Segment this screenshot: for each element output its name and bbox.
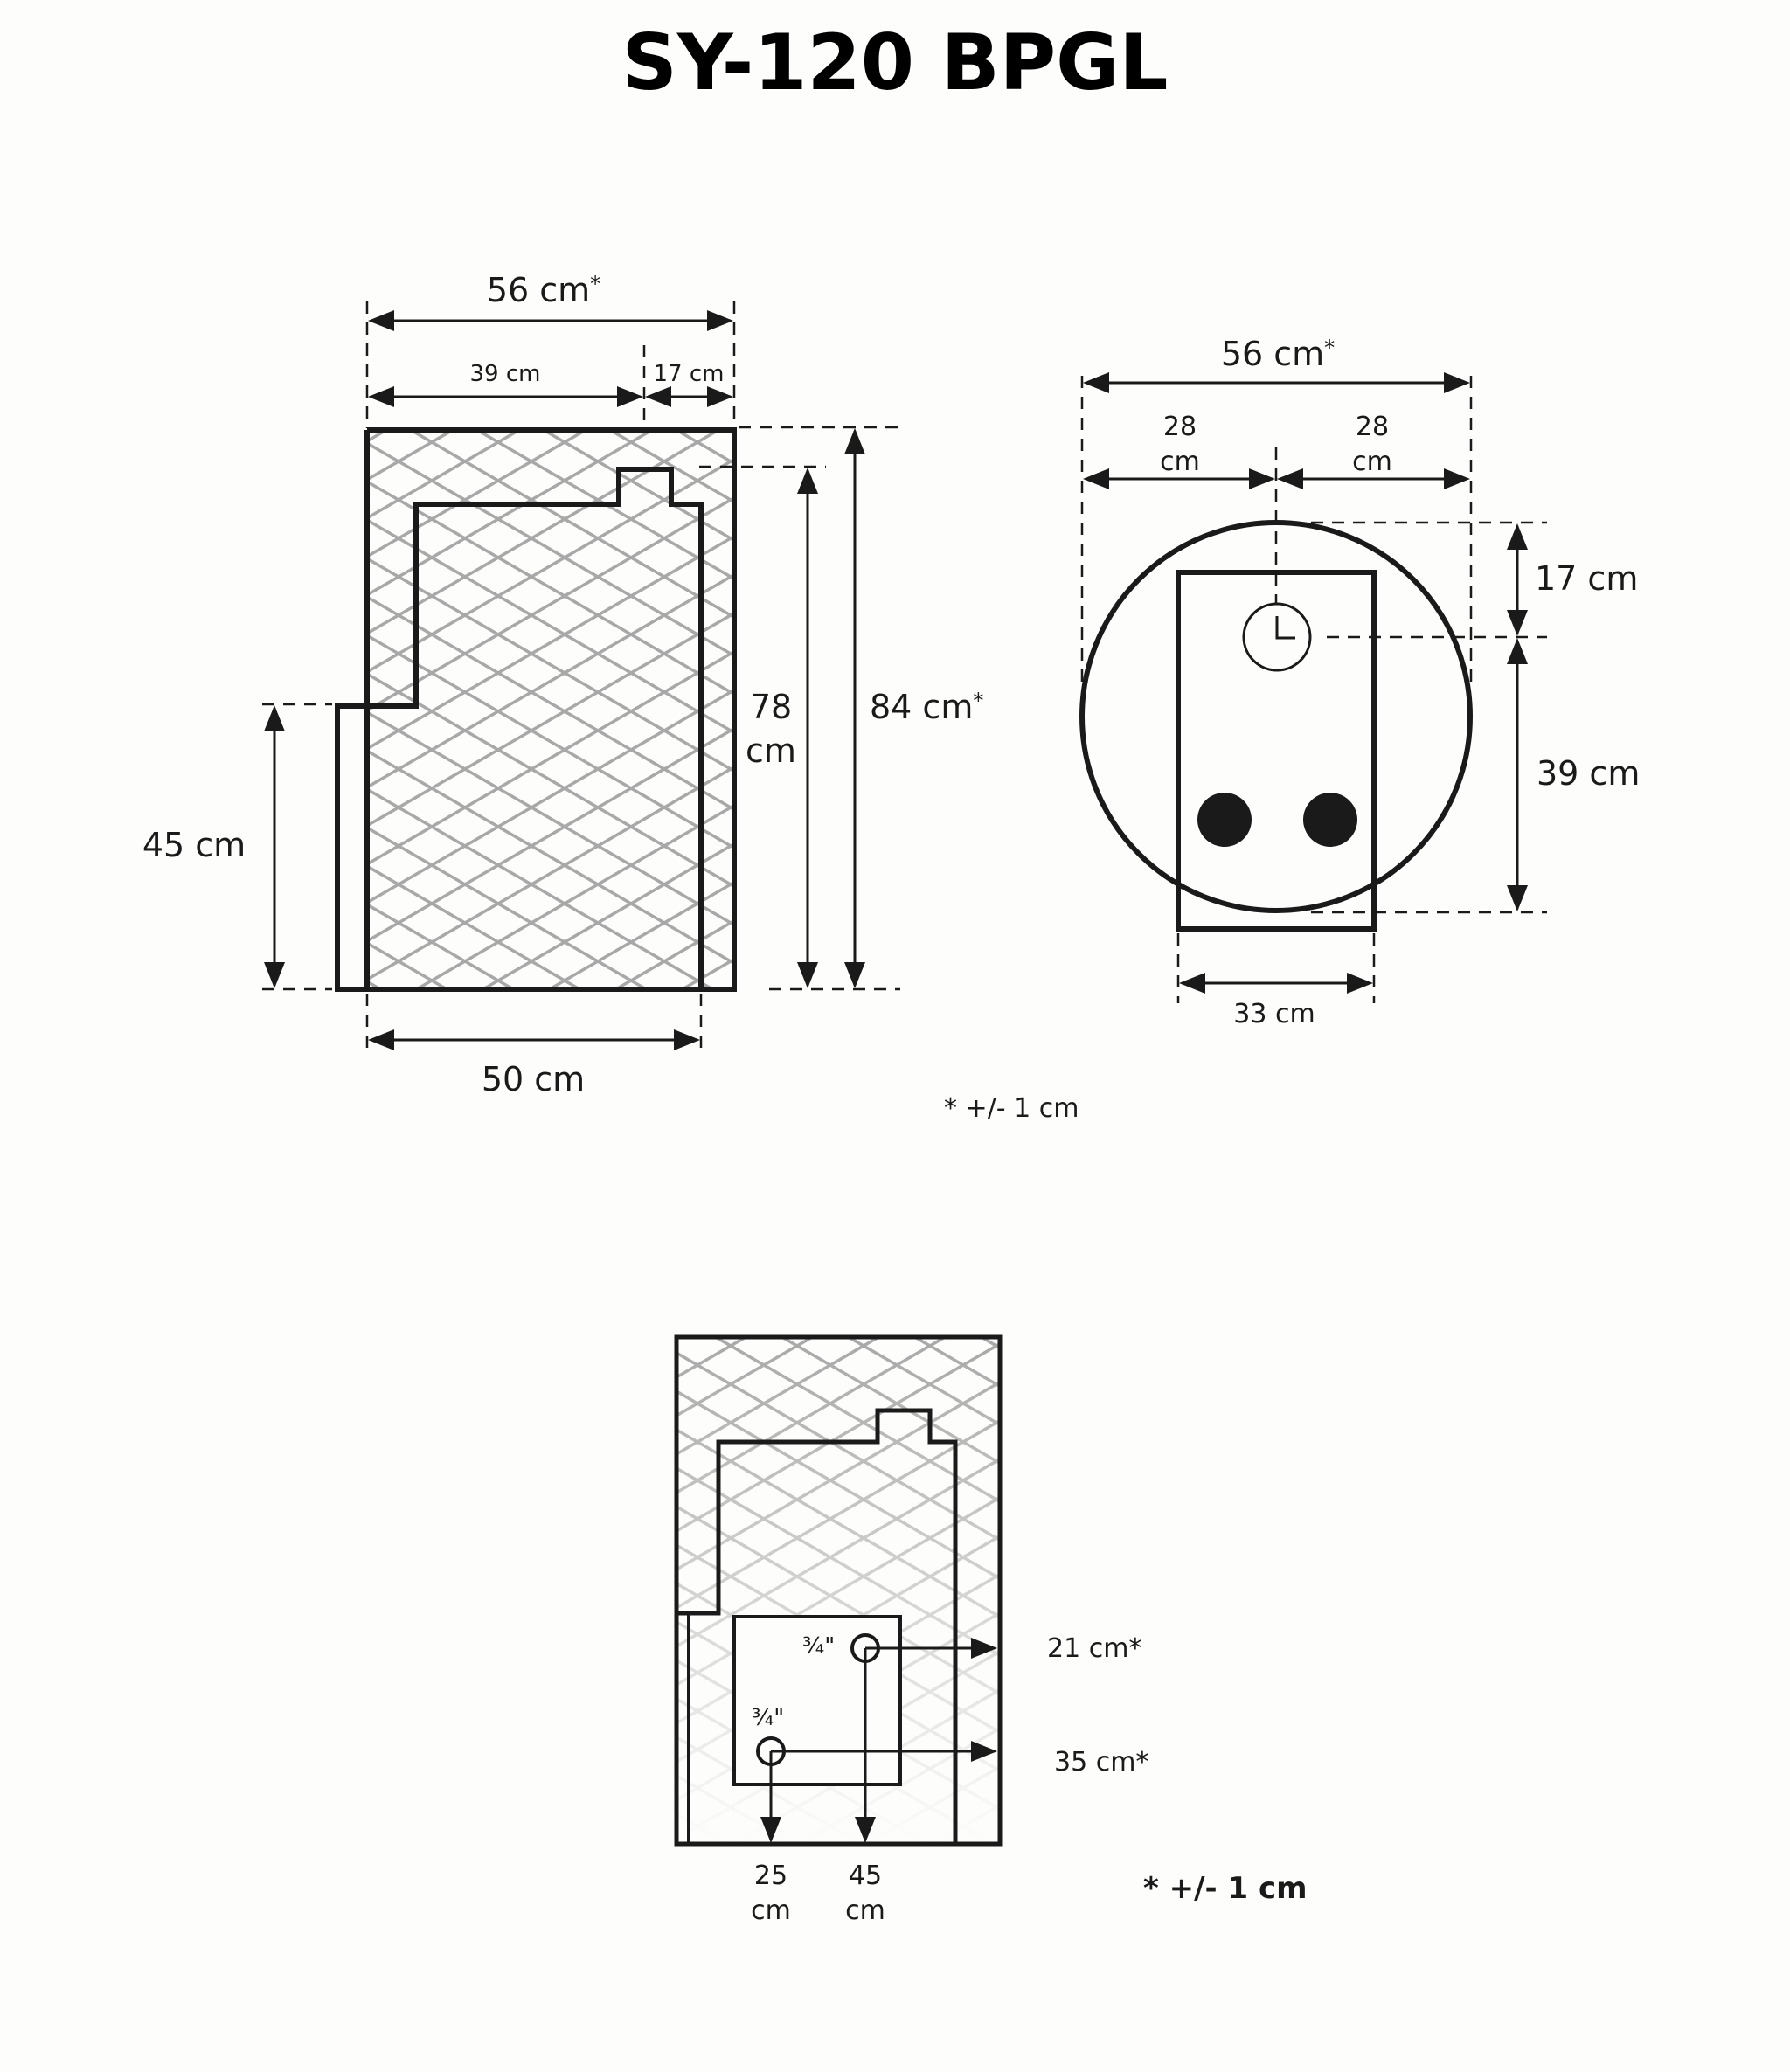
tank-height-label-line1: 78 <box>750 688 792 726</box>
top-left-width-label: 39 cm <box>470 361 541 387</box>
svg-text:56 cm*: 56 cm* <box>487 271 600 309</box>
connection-view-tank <box>676 1408 958 1844</box>
tank-height-label-line2: cm <box>746 731 796 770</box>
page-title: SY-120 BPGL <box>622 17 1169 107</box>
svg-text:56 cm*: 56 cm* <box>1221 335 1335 373</box>
half-left-label-line2: cm <box>1160 447 1200 477</box>
box-width-label: 33 cm <box>1233 999 1315 1029</box>
top-right-width-label: 17 cm <box>654 361 725 387</box>
total-height-mark: * <box>973 689 983 713</box>
tolerance-note-bottom: * +/- 1 cm <box>1143 1871 1308 1906</box>
connection-view-shell <box>674 1334 1003 1847</box>
bottom-width-label: 50 cm <box>482 1060 585 1098</box>
top-view: 56 cm* 28 cm 28 cm 17 cm 39 cm 33 cm <box>1079 335 1640 1029</box>
right-offset-label-line1: 45 <box>849 1861 882 1891</box>
right-offset-label-line2: cm <box>845 1895 885 1926</box>
connection-panel <box>732 1615 902 1786</box>
upper-offset-label: 17 cm <box>1535 559 1638 598</box>
top-view-width-label: 56 cm <box>1221 335 1324 373</box>
left-offset-label-line2: cm <box>751 1895 791 1926</box>
upper-pipe-size-label: ¾" <box>802 1633 835 1660</box>
step-height-label: 45 cm <box>142 826 246 864</box>
svg-text:84 cm*: 84 cm* <box>870 688 983 726</box>
tank-circle <box>1079 520 1473 913</box>
half-right-label-line2: cm <box>1352 447 1392 477</box>
total-height-label: 84 cm <box>870 688 973 726</box>
thermostat-dial-icon <box>1242 602 1312 672</box>
lower-offset-label: 39 cm <box>1537 754 1640 793</box>
upper-height-label: 21 cm* <box>1047 1633 1141 1664</box>
tolerance-note-top: * +/- 1 cm <box>944 1093 1079 1124</box>
lower-pipe-size-label: ¾" <box>752 1705 784 1731</box>
left-knob-icon <box>1197 793 1252 847</box>
side-view-shell <box>364 427 737 992</box>
right-knob-icon <box>1303 793 1357 847</box>
side-view-tank <box>335 467 704 992</box>
connection-view: ¾" ¾" 21 cm* 35 cm* 25 cm 45 cm <box>674 1334 1148 1926</box>
half-right-label-line1: 28 <box>1356 412 1389 442</box>
left-offset-label-line1: 25 <box>754 1861 787 1891</box>
top-width-label: 56 cm <box>487 271 590 309</box>
side-view: 56 cm* 39 cm 17 cm 78 cm 84 cm* 45 cm 50… <box>142 271 984 1098</box>
lower-height-label: 35 cm* <box>1054 1747 1148 1777</box>
top-width-mark: * <box>590 272 600 296</box>
control-box <box>1176 570 1377 932</box>
side-view-mesh <box>367 430 734 989</box>
half-left-label-line1: 28 <box>1163 412 1197 442</box>
top-view-width-mark: * <box>1324 336 1335 360</box>
